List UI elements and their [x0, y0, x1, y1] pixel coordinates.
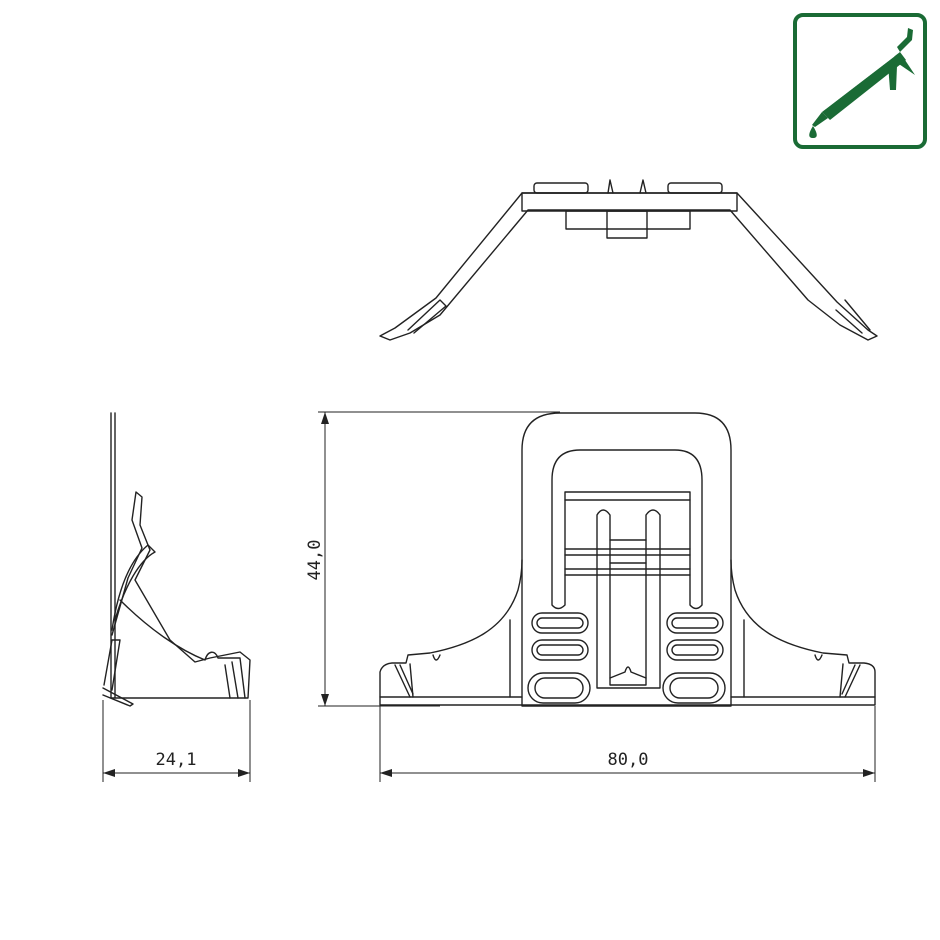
dimension-height-label: 44,0: [305, 540, 325, 581]
top-view: [379, 179, 878, 341]
dimension-width-label: 80,0: [608, 750, 649, 770]
dimension-depth: 24,1: [102, 700, 251, 782]
dimension-depth-label: 24,1: [156, 750, 197, 770]
dimension-height: 44,0: [305, 411, 560, 707]
slot-group-left: [527, 612, 591, 704]
side-view: [102, 412, 251, 707]
dimension-width: 80,0: [379, 706, 876, 782]
caulking-gun-icon: [793, 13, 927, 149]
front-view: [379, 412, 876, 707]
slot-group-right: [662, 612, 726, 704]
